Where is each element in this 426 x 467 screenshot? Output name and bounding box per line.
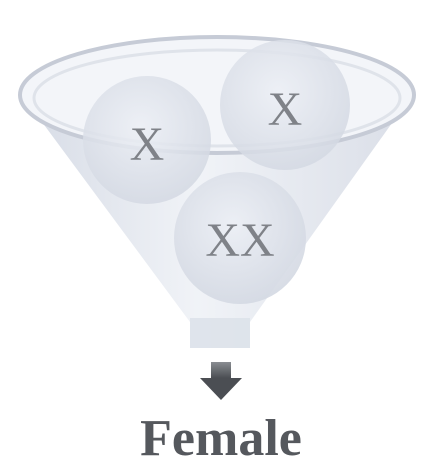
- ball-x-right: X: [220, 40, 350, 170]
- ball-x-left-label: X: [130, 118, 165, 171]
- funnel-rim: [20, 37, 414, 153]
- down-arrow-shaft: [211, 362, 231, 378]
- down-arrow-icon: [200, 362, 242, 400]
- ball-x-left: X: [83, 76, 211, 204]
- result-label: Female: [140, 410, 302, 467]
- funnel-spout: [190, 318, 250, 348]
- ball-xx-label: XX: [205, 214, 274, 267]
- down-arrow-head: [200, 378, 242, 400]
- ball-xx: XX: [174, 172, 306, 304]
- ball-x-right-label: X: [268, 83, 303, 136]
